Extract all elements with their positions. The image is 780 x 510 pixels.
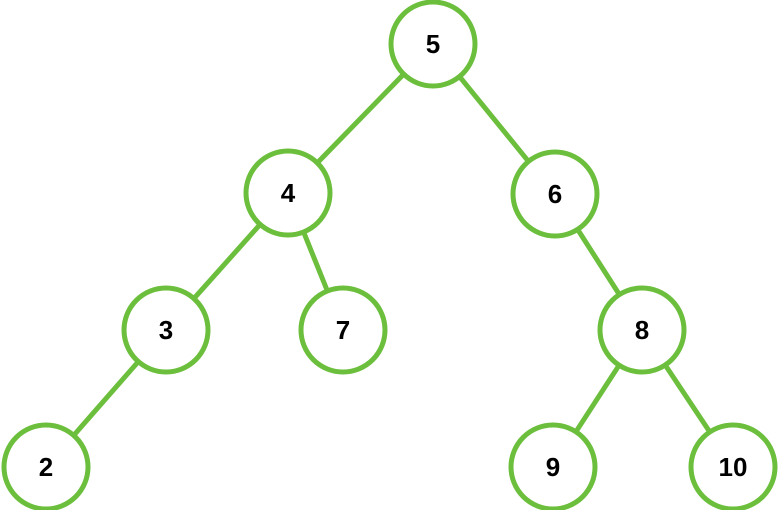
node-label: 2 — [39, 452, 53, 482]
node-label: 10 — [719, 452, 748, 482]
node-circle — [243, 148, 333, 238]
node-label: 3 — [159, 315, 173, 345]
edge-n3-n2 — [71, 359, 141, 438]
tree-node-5: 5 — [388, 0, 478, 89]
tree-node-8: 8 — [597, 285, 687, 375]
tree-node-4: 4 — [243, 148, 333, 238]
node-label: 4 — [281, 178, 296, 208]
node-circle — [597, 285, 687, 375]
node-circle — [508, 422, 598, 510]
node-label: 9 — [546, 452, 560, 482]
node-circle — [1, 422, 91, 510]
tree-node-2: 2 — [1, 422, 91, 510]
edge-n8-n9 — [573, 362, 622, 435]
tree-node-10: 10 — [688, 422, 778, 510]
node-circle — [388, 0, 478, 89]
node-label: 6 — [548, 179, 562, 209]
edge-n8-n10 — [662, 362, 713, 435]
edge-n4-n3 — [191, 221, 263, 302]
node-circle — [298, 285, 388, 375]
node-label: 8 — [635, 315, 649, 345]
edge-n5-n4 — [314, 71, 407, 166]
tree-node-7: 7 — [298, 285, 388, 375]
node-circle — [121, 285, 211, 375]
node-label: 7 — [336, 315, 350, 345]
tree-node-3: 3 — [121, 285, 211, 375]
edge-n5-n6 — [457, 74, 531, 164]
tree-node-9: 9 — [508, 422, 598, 510]
node-circle — [510, 149, 600, 239]
edges-layer — [71, 71, 713, 438]
node-circle — [688, 422, 778, 510]
edge-n4-n7 — [301, 229, 330, 294]
tree-node-6: 6 — [510, 149, 600, 239]
edge-n6-n8 — [575, 226, 622, 298]
node-label: 5 — [426, 29, 440, 59]
